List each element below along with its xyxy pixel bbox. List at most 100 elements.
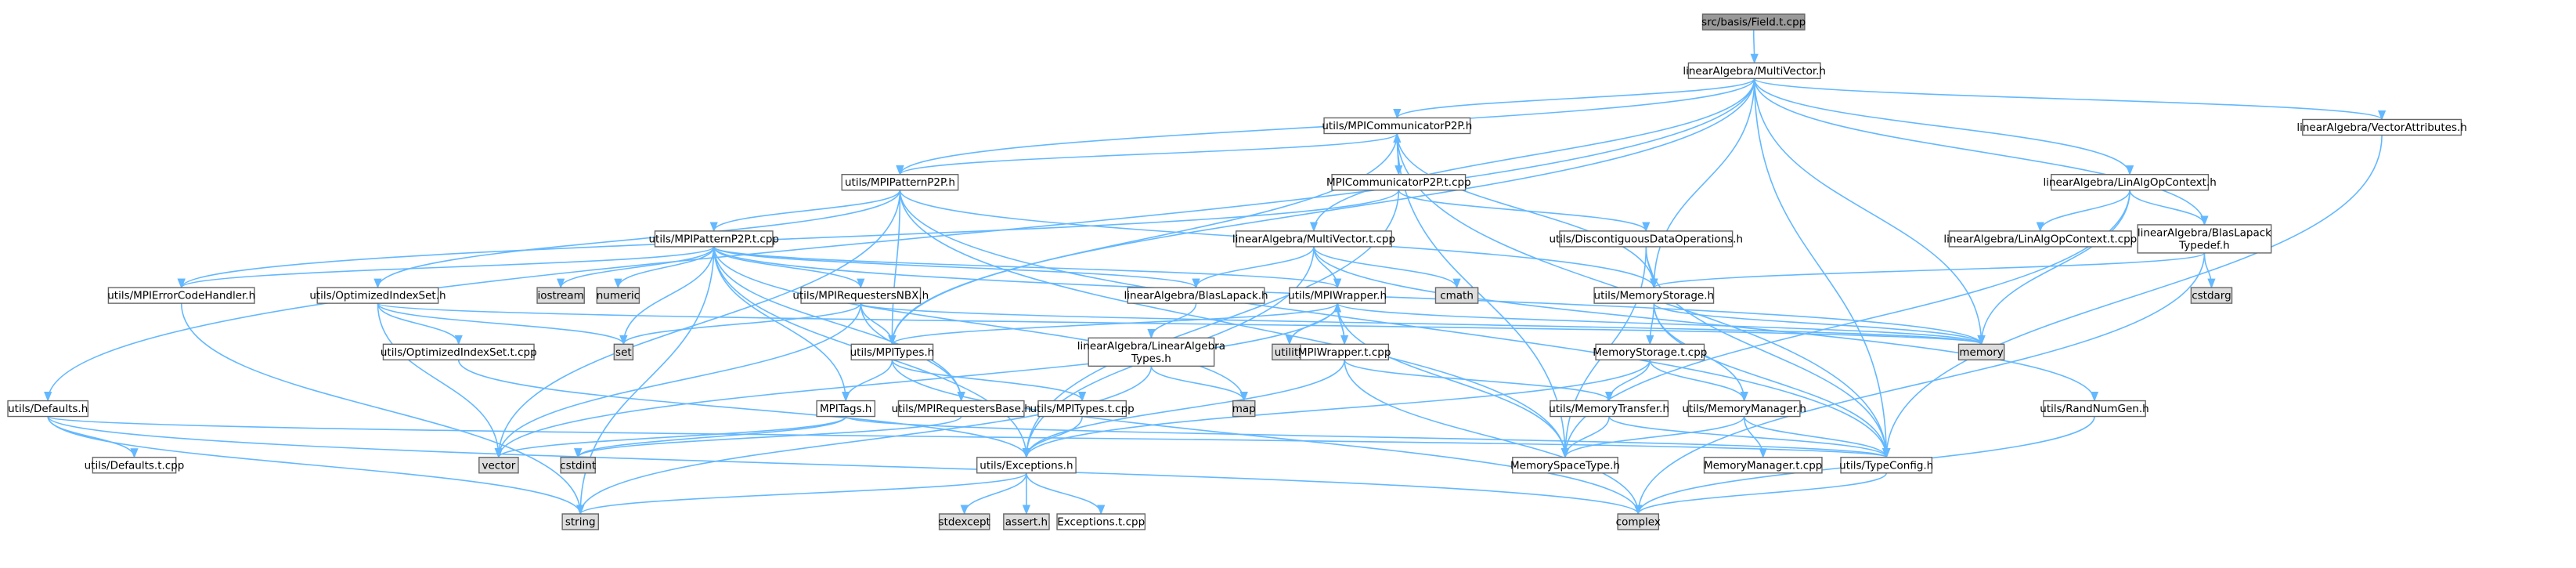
edge-optidx-to-optidxt	[377, 302, 463, 346]
node-linalgctx[interactable]: linearAlgebra/LinAlgOpContext.h	[2043, 173, 2217, 191]
edge-typeconfig-to-complex	[1634, 472, 1888, 516]
edge-patternp2p-to-patternp2pt	[709, 190, 901, 233]
node-box	[1840, 457, 1933, 474]
node-box	[897, 400, 1025, 418]
edge-discontig-to-typeconfig	[1645, 246, 1891, 459]
edge-multivector-to-mpitypes	[888, 78, 1755, 346]
node-label: utils/TypeConfig.h	[1839, 459, 1933, 472]
edge-patternp2pt-to-mpitags	[713, 246, 850, 402]
node-patternp2pt[interactable]: utils/MPIPatternP2P.t.cpp	[648, 230, 779, 248]
node-linalgctxt[interactable]: linearAlgebra/LinAlgOpContext.t.cpp	[1943, 230, 2137, 248]
edge-commp2p-to-mpitypes	[888, 133, 1398, 346]
node-commp2p[interactable]: utils/MPICommunicatorP2P.h	[1322, 117, 1472, 135]
node-box	[1088, 337, 1215, 367]
edge-memstoraget-to-memtransfer	[1605, 360, 1651, 402]
node-label: linearAlgebra/VectorAttributes.h	[2296, 121, 2467, 134]
node-box	[1559, 230, 1734, 248]
edge-multivector-to-memstorage	[1650, 78, 1755, 289]
edge-patternp2pt-to-errhandler	[177, 246, 715, 289]
edge-patternp2pt-to-set	[619, 246, 715, 346]
edge-mpitypes-to-mpitypest	[891, 360, 1087, 402]
edge-multivector-to-commp2p	[1393, 78, 1755, 119]
nodes-layer: src/basis/Field.t.cpp linearAlgebra/Multi…	[7, 13, 2467, 530]
node-box	[2043, 400, 2146, 418]
node-multivector[interactable]: linearAlgebra/MultiVector.h	[1683, 62, 1826, 79]
node-iostream: iostream	[536, 287, 585, 304]
node-memstorage[interactable]: utils/MemoryStorage.h	[1593, 287, 1715, 304]
edge-reqnbx-to-set	[619, 302, 862, 346]
node-defaults[interactable]: utils/Defaults.h	[7, 400, 89, 418]
node-box	[1687, 62, 1821, 79]
node-set: set	[613, 343, 634, 361]
node-optidx[interactable]: utils/OptimizedIndexSet.h	[309, 287, 446, 304]
node-exceptionst[interactable]: Exceptions.t.cpp	[1056, 513, 1146, 530]
node-memmanager[interactable]: utils/MemoryManager.h	[1682, 400, 1806, 418]
node-box	[561, 513, 599, 530]
node-blaslapack[interactable]: linearAlgebra/BlasLapack.h	[1124, 287, 1268, 304]
edge-optidx-to-memory	[377, 302, 1985, 346]
node-mpiwrappert[interactable]: MPIWrapper.t.cpp	[1298, 343, 1391, 361]
node-defaultst[interactable]: utils/Defaults.t.cpp	[85, 457, 185, 474]
node-box	[107, 287, 255, 304]
node-box	[1127, 287, 1265, 304]
node-patternp2p[interactable]: utils/MPIPatternP2P.h	[841, 173, 959, 191]
node-box	[1003, 513, 1050, 530]
edge-memstoraget-to-exceptions	[1022, 360, 1651, 459]
node-cmath: cmath	[1434, 287, 1479, 304]
node-reqnbx[interactable]: utils/MPIRequestersNBX.h	[792, 287, 929, 304]
node-mpiwrapper[interactable]: utils/MPIWrapper.h	[1288, 287, 1387, 304]
edge-linalgctx-to-linalgctxt	[2036, 190, 2130, 233]
node-label: linearAlgebra/BlasLapack	[2138, 226, 2271, 239]
node-errhandler[interactable]: utils/MPIErrorCodeHandler.h	[107, 287, 255, 304]
node-box	[613, 343, 634, 361]
edge-mpiwrapper-to-mpitypes	[888, 302, 1338, 346]
edge-patternp2pt-to-numeric	[614, 246, 715, 289]
edge-mpitypes-to-mpitags	[842, 360, 893, 402]
node-root[interactable]: src/basis/Field.t.cpp	[1701, 13, 1806, 31]
node-mpitypes[interactable]: utils/MPITypes.h	[850, 343, 935, 361]
edge-multivector-to-memory	[1753, 78, 1986, 346]
edge-reqnbx-to-memory	[860, 302, 1986, 346]
node-mpitypest[interactable]: utils/MPITypes.t.cpp	[1030, 400, 1135, 418]
node-vecattr[interactable]: linearAlgebra/VectorAttributes.h	[2296, 118, 2467, 136]
node-label: Types.h	[1131, 353, 1171, 365]
node-mpitags[interactable]: MPITags.h	[816, 400, 876, 418]
node-label: Exceptions.t.cpp	[1057, 516, 1145, 528]
node-randnum[interactable]: utils/RandNumGen.h	[2040, 400, 2149, 418]
node-label: memory	[1959, 346, 2003, 359]
node-box	[1687, 400, 1801, 418]
node-commp2pt[interactable]: MPICommunicatorP2P.t.cpp	[1326, 173, 1471, 191]
node-label: linearAlgebra/BlasLapack.h	[1124, 290, 1268, 302]
edge-multivect-to-randnum	[1313, 246, 2099, 402]
node-label: src/basis/Field.t.cpp	[1701, 16, 1806, 29]
node-label: utils/MPITypes.t.cpp	[1030, 403, 1135, 415]
node-reqbase[interactable]: utils/MPIRequestersBase.h	[892, 400, 1031, 418]
node-label: utils/Defaults.t.cpp	[85, 459, 185, 472]
node-label: cstdarg	[2192, 290, 2231, 302]
node-label: cstdint	[560, 459, 596, 472]
node-multivect[interactable]: linearAlgebra/MultiVector.t.cpp	[1232, 230, 1395, 248]
edge-multivector-to-linalgctx	[1753, 78, 2134, 175]
edge-linalgtypes-to-map	[1150, 366, 1248, 402]
node-label: utils/MemoryStorage.h	[1594, 290, 1715, 302]
node-exceptions[interactable]: utils/Exceptions.h	[976, 457, 1077, 474]
edge-mpitags-to-vector	[494, 416, 847, 459]
edge-defaults-to-string	[47, 416, 585, 516]
node-memmanagert[interactable]: MemoryManager.t.cpp	[1703, 457, 1823, 474]
node-label: linearAlgebra/LinAlgOpContext.t.cpp	[1943, 233, 2137, 245]
node-memspacetype[interactable]: MemorySpaceType.h	[1510, 457, 1620, 474]
node-numeric: numeric	[596, 287, 640, 304]
node-memstoraget[interactable]: MemoryStorage.t.cpp	[1593, 343, 1707, 361]
node-box	[596, 287, 640, 304]
node-box	[1056, 513, 1146, 530]
node-box	[816, 400, 876, 418]
node-optidxt[interactable]: utils/OptimizedIndexSet.t.cpp	[381, 343, 537, 361]
edge-commp2p-to-memspacetype	[1396, 133, 1570, 459]
node-discontig[interactable]: utils/DiscontiguousDataOperations.h	[1549, 230, 1743, 248]
node-cstdint: cstdint	[560, 457, 596, 474]
node-memtransfer[interactable]: utils/MemoryTransfer.h	[1549, 400, 1669, 418]
node-typeconfig[interactable]: utils/TypeConfig.h	[1839, 457, 1933, 474]
node-box	[1037, 400, 1127, 418]
